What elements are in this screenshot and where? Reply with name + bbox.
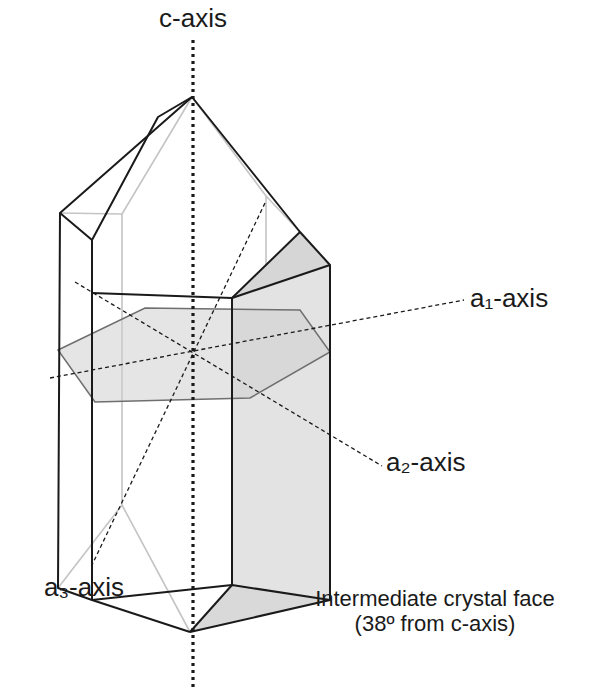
c-axis-line [191, 40, 194, 689]
shaded-faces [190, 232, 330, 632]
face-note: Intermediate crystal face (38º from c-ax… [300, 586, 570, 637]
axis-label: a₁-axis [470, 284, 590, 314]
a-axes [50, 203, 464, 565]
axis-label: a₃-axis [44, 573, 184, 603]
axis-label: c-axis [93, 4, 293, 34]
axis-label: a₂-axis [386, 448, 526, 478]
